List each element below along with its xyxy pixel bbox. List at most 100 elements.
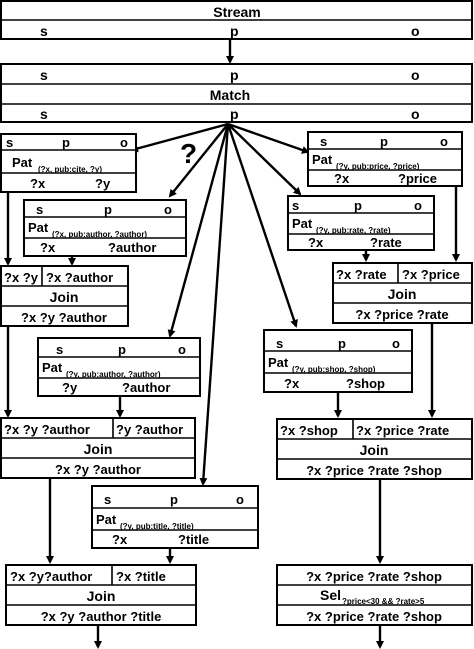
svg-text:s: s <box>276 336 283 351</box>
pattern-cite-box: s p o Pat (?x, pub:cite, ?y) ?x ?y <box>0 133 137 193</box>
svg-text:?x ?y ?author: ?x ?y ?author <box>4 422 90 437</box>
svg-text:?x ?author: ?x ?author <box>46 270 113 285</box>
svg-text:p: p <box>118 342 126 357</box>
match-title: Match <box>210 87 250 103</box>
pattern-y-author-box: s p o Pat (?y, pub:author, ?author) ?y ?… <box>37 337 201 397</box>
svg-text:?x ?title: ?x ?title <box>116 569 166 584</box>
svg-text:o: o <box>414 198 422 213</box>
match-s-bottom: s <box>40 106 48 122</box>
svg-text:?x ?price ?rate ?shop: ?x ?price ?rate ?shop <box>306 569 442 584</box>
svg-text:s: s <box>292 198 299 213</box>
svg-text:p: p <box>380 134 388 149</box>
pattern-title-args: (?y, pub:title, ?title) <box>120 522 194 531</box>
svg-text:?title: ?title <box>178 532 209 547</box>
svg-text:?shop: ?shop <box>346 376 385 391</box>
pattern-title-box: s p o Pat (?y, pub:title, ?title) ?x ?ti… <box>91 485 259 549</box>
svg-text:o: o <box>178 342 186 357</box>
join5-label: Join <box>360 442 389 458</box>
svg-text:?x ?shop: ?x ?shop <box>280 423 338 438</box>
stream-s: s <box>40 23 48 39</box>
pattern-y-author-pat: Pat <box>42 360 63 375</box>
svg-text:p: p <box>62 135 70 150</box>
svg-text:?x ?y ?author: ?x ?y ?author <box>21 310 107 325</box>
svg-text:p: p <box>354 198 362 213</box>
svg-text:?y ?author: ?y ?author <box>116 422 183 437</box>
svg-text:?y: ?y <box>62 380 78 395</box>
svg-text:p: p <box>338 336 346 351</box>
svg-text:o: o <box>236 492 244 507</box>
pattern-author-box: s p o Pat (?x, pub:author, ?author) ?x ?… <box>23 199 187 257</box>
svg-text:s: s <box>36 202 43 217</box>
svg-text:?x: ?x <box>334 171 350 186</box>
svg-text:s: s <box>320 134 327 149</box>
svg-text:?x: ?x <box>308 235 324 250</box>
stream-title: Stream <box>213 4 260 20</box>
svg-text:?author: ?author <box>108 240 156 255</box>
select-condition: ?price<30 && ?rate>5 <box>342 597 425 606</box>
svg-text:?x ?y: ?x ?y <box>4 270 39 285</box>
svg-text:?author: ?author <box>122 380 170 395</box>
svg-text:?x: ?x <box>284 376 300 391</box>
match-s-top: s <box>40 67 48 83</box>
svg-text:?x ?price ?rate ?shop: ?x ?price ?rate ?shop <box>306 609 442 624</box>
match-p-top: p <box>230 67 239 83</box>
svg-text:p: p <box>104 202 112 217</box>
svg-text:p: p <box>170 492 178 507</box>
join1-label: Join <box>50 289 79 305</box>
svg-text:?x ?price ?rate: ?x ?price ?rate <box>355 307 448 322</box>
join1-box: ?x ?y ?x ?author Join ?x ?y ?author <box>0 265 129 327</box>
pattern-rate-pat: Pat <box>292 216 313 231</box>
pattern-rate-args: (?y, pub:rate, ?rate) <box>316 226 391 235</box>
svg-text:?rate: ?rate <box>370 235 402 250</box>
svg-text:?y: ?y <box>95 176 111 191</box>
pattern-shop-box: s p o Pat (?y, pub:shop, ?shop) ?x ?shop <box>263 329 413 393</box>
pattern-shop-args: (?y, pub:shop, ?shop) <box>292 365 376 374</box>
pattern-price-box: s p o Pat (?y, pub:price, ?price) ?x ?pr… <box>307 131 463 187</box>
svg-text:?x ?price ?rate ?shop: ?x ?price ?rate ?shop <box>306 463 442 478</box>
pattern-author-pat: Pat <box>28 220 49 235</box>
join3-label: Join <box>87 588 116 604</box>
match-o-bottom: o <box>411 106 420 122</box>
svg-text:?x ?y ?author: ?x ?y ?author <box>55 462 141 477</box>
pattern-y-author-args: (?y, pub:author, ?author) <box>66 370 161 379</box>
svg-text:?price: ?price <box>398 171 437 186</box>
match-box: s p o Match s p o <box>0 63 473 123</box>
svg-text:?x ?price ?rate: ?x ?price ?rate <box>356 423 449 438</box>
svg-text:?x: ?x <box>30 176 46 191</box>
svg-text:?x ?y ?author ?title: ?x ?y ?author ?title <box>41 609 162 624</box>
select-box: ?x ?price ?rate ?shop Sel ?price<30 && ?… <box>276 564 473 626</box>
pattern-price-args: (?y, pub:price, ?price) <box>336 162 420 171</box>
svg-text:?x: ?x <box>112 532 128 547</box>
svg-text:o: o <box>120 135 128 150</box>
svg-text:?x ?y?author: ?x ?y?author <box>10 569 92 584</box>
question-mark: ? <box>180 138 197 169</box>
pattern-title-pat: Pat <box>96 512 117 527</box>
stream-o: o <box>411 23 420 39</box>
pattern-author-args: (?x, pub:author, ?author) <box>52 230 147 239</box>
svg-text:o: o <box>440 134 448 149</box>
pattern-cite-pat: Pat <box>12 155 33 170</box>
join5-box: ?x ?shop ?x ?price ?rate Join ?x ?price … <box>276 418 473 480</box>
fanout-arrows <box>130 122 310 486</box>
join4-box: ?x ?rate ?x ?price Join ?x ?price ?rate <box>332 262 473 324</box>
svg-text:?x ?rate: ?x ?rate <box>336 267 387 282</box>
join2-box: ?x ?y ?author ?y ?author Join ?x ?y ?aut… <box>0 417 196 479</box>
pattern-shop-pat: Pat <box>268 355 289 370</box>
stream-p: p <box>230 23 239 39</box>
pattern-rate-box: s p o Pat (?y, pub:rate, ?rate) ?x ?rate <box>287 195 435 251</box>
svg-text:s: s <box>6 135 13 150</box>
svg-text:?x: ?x <box>40 240 56 255</box>
svg-text:o: o <box>392 336 400 351</box>
stream-box: Stream s p o <box>0 0 473 40</box>
join4-label: Join <box>388 286 417 302</box>
join2-label: Join <box>84 441 113 457</box>
match-p-bottom: p <box>230 106 239 122</box>
join3-box: ?x ?y?author ?x ?title Join ?x ?y ?autho… <box>5 564 197 626</box>
pattern-cite-args: (?x, pub:cite, ?y) <box>38 165 102 174</box>
pattern-price-pat: Pat <box>312 152 333 167</box>
select-label: Sel <box>320 587 341 603</box>
svg-text:o: o <box>164 202 172 217</box>
svg-text:?x ?price: ?x ?price <box>402 267 460 282</box>
svg-text:s: s <box>104 492 111 507</box>
